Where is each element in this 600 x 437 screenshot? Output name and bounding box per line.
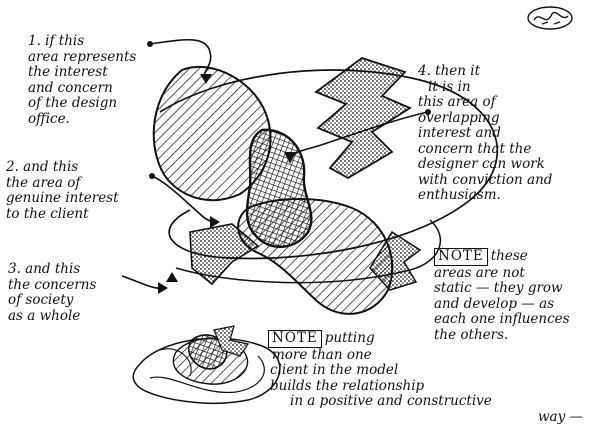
note-line: and concern xyxy=(28,79,113,96)
note-line: client in the model xyxy=(270,362,399,378)
note-line: 3. and this xyxy=(8,261,81,277)
note-line: overlapping xyxy=(418,109,500,126)
note-line: with conviction and xyxy=(418,171,553,188)
note-line: 4. then it xyxy=(418,63,481,79)
note-line: more than one xyxy=(272,346,372,363)
multi-client-model xyxy=(132,325,281,404)
note-line: in a positive and constructive xyxy=(290,393,492,409)
leader-overlap xyxy=(289,111,429,159)
note-line: areas are not xyxy=(434,264,525,281)
note-line: 2. and this xyxy=(6,159,79,175)
note-line: designer can work xyxy=(418,156,545,172)
note-line: of society xyxy=(8,292,74,308)
note-line: interest and xyxy=(418,125,501,141)
overlap-region xyxy=(245,128,313,249)
signature-mark xyxy=(527,6,573,30)
note-line: static — they grow xyxy=(434,280,563,296)
note-line: the area of xyxy=(6,174,81,191)
note-line: and develop — as xyxy=(434,295,555,312)
leader-designer xyxy=(149,38,212,81)
note-line: these xyxy=(490,248,528,264)
note-line: builds the relationship xyxy=(270,377,425,394)
note-line: way — xyxy=(538,408,584,425)
outer-loop-2 xyxy=(175,219,441,284)
note-line: it is in xyxy=(428,78,471,95)
note-line: to the client xyxy=(6,205,89,222)
note-line: the interest xyxy=(28,64,108,80)
annotation-client: 2. and this the area of genuine interest… xyxy=(6,159,119,222)
client-region-stipple xyxy=(314,57,412,180)
note-line: the others. xyxy=(434,326,509,343)
leader-society xyxy=(121,275,165,290)
note-line: concern that the xyxy=(418,140,532,157)
note-line: this area of xyxy=(418,94,496,110)
annotation-designer: 1. if this area represents the interest … xyxy=(28,33,137,127)
note-line: putting xyxy=(324,330,375,346)
note-line: 1. if this xyxy=(28,33,85,49)
note-label: NOTE xyxy=(268,330,322,348)
note-line: area represents xyxy=(28,48,137,65)
outer-loop xyxy=(159,69,498,260)
note-line: the concerns xyxy=(8,276,97,293)
note-line: as a whole xyxy=(8,307,81,324)
annotation-overlap: 4. then it it is in this area of overlap… xyxy=(418,63,553,204)
note-label: NOTE xyxy=(434,248,488,266)
note-line: enthusiasm. xyxy=(418,187,501,203)
annotation-society: 3. and this the concerns of society as a… xyxy=(8,261,97,324)
note-line: of the design xyxy=(28,95,118,111)
note-line: each one influences xyxy=(434,311,570,327)
note-line: office. xyxy=(28,110,70,127)
note-line: genuine interest xyxy=(6,190,119,206)
